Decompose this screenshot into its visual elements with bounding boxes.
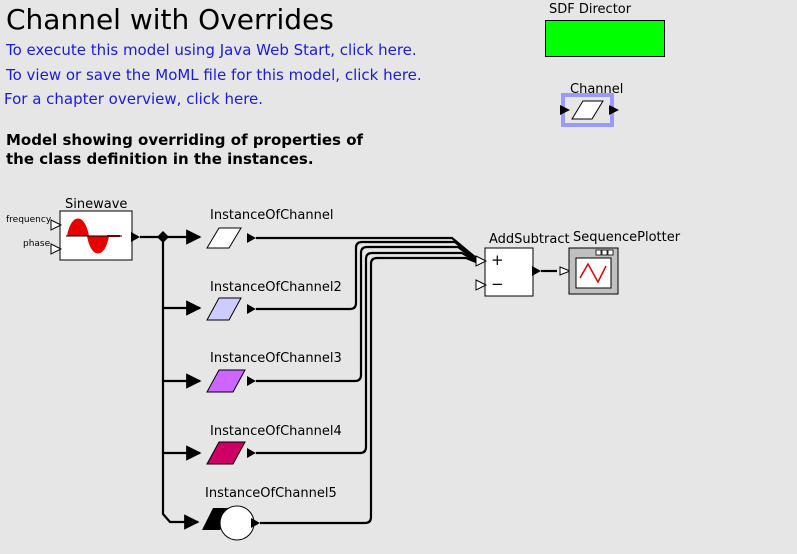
- chapter-overview-link[interactable]: For a chapter overview, click here.: [4, 90, 264, 108]
- instance4-label: InstanceOfChannel4: [210, 424, 342, 439]
- page-title: Channel with Overrides: [6, 3, 334, 36]
- frequency-port[interactable]: [50, 219, 63, 231]
- instance3-block[interactable]: [206, 369, 246, 393]
- director-label: SDF Director: [549, 2, 632, 17]
- addsubtract-label: AddSubtract: [489, 232, 570, 247]
- instance1-block[interactable]: [206, 227, 242, 249]
- instance4-output-port[interactable]: [247, 448, 256, 458]
- moml-file-link[interactable]: To view or save the MoML file for this m…: [6, 66, 422, 84]
- model-description-line1: Model showing overriding of properties o…: [6, 131, 364, 149]
- instance2-label: InstanceOfChannel2: [210, 280, 342, 295]
- plus-sign: +: [491, 251, 504, 269]
- instance5-block[interactable]: [202, 505, 255, 541]
- instance3-label: InstanceOfChannel3: [210, 351, 342, 366]
- minus-port[interactable]: [475, 279, 488, 291]
- instance2-block[interactable]: [206, 297, 242, 321]
- web-start-link[interactable]: To execute this model using Java Web Sta…: [6, 41, 417, 59]
- class-input-port[interactable]: [560, 105, 570, 115]
- model-description-line2: the class definition in the instances.: [6, 150, 314, 168]
- phase-port[interactable]: [50, 243, 63, 255]
- instance5-label: InstanceOfChannel5: [205, 486, 337, 501]
- class-output-port[interactable]: [609, 105, 619, 115]
- sequence-plotter-block[interactable]: [568, 247, 619, 295]
- instance1-output-port[interactable]: [247, 233, 256, 243]
- instance3-output-port[interactable]: [247, 376, 256, 386]
- instance2-output-port[interactable]: [247, 304, 256, 314]
- frequency-port-label: frequency: [6, 215, 52, 225]
- output-wires: [256, 236, 477, 525]
- sinewave-label: Sinewave: [65, 197, 127, 212]
- channel-class-block[interactable]: [560, 93, 619, 127]
- sinewave-output-port[interactable]: [131, 232, 140, 242]
- addsubtract-output-port[interactable]: [532, 266, 541, 276]
- addsubtract-block[interactable]: + −: [484, 247, 534, 297]
- plotter-input-port[interactable]: [559, 266, 572, 276]
- instance1-label: InstanceOfChannel: [210, 208, 333, 223]
- sdf-director-block[interactable]: [545, 20, 665, 57]
- plus-port[interactable]: [475, 255, 488, 267]
- instance5-output-port[interactable]: [251, 518, 260, 528]
- phase-port-label: phase: [23, 239, 51, 249]
- minus-sign: −: [491, 275, 504, 293]
- sinewave-block[interactable]: [59, 210, 133, 261]
- relation-diamond[interactable]: [157, 231, 169, 243]
- instance4-block[interactable]: [206, 441, 246, 465]
- plotter-label: SequencePlotter: [573, 230, 681, 245]
- input-wires: [140, 229, 202, 530]
